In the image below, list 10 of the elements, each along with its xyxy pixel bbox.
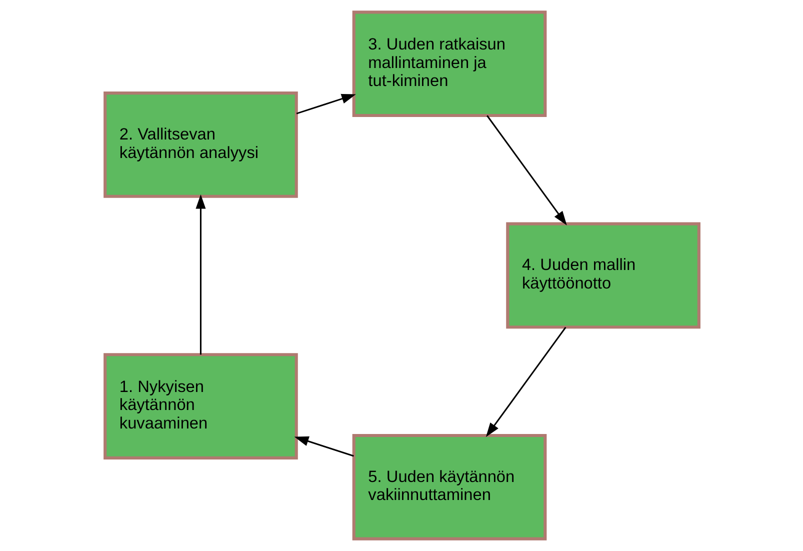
node-box: 2. Vallitsevan käytännön analyysi [103, 92, 298, 198]
arrow [195, 194, 206, 355]
node-box: 4. Uuden mallin käyttöönotto [506, 222, 700, 329]
arrow [486, 115, 566, 226]
arrow [296, 94, 356, 114]
node-box: 5. Uuden käytännön vakiinnuttaminen [352, 434, 546, 540]
arrow [485, 326, 566, 438]
node-box: 1. Nykyisen käytännön kuvaaminen [103, 353, 298, 460]
arrow [294, 436, 354, 457]
node-box: 3. Uuden ratkaisun mallintaminen ja tut-kiminen [352, 10, 546, 118]
